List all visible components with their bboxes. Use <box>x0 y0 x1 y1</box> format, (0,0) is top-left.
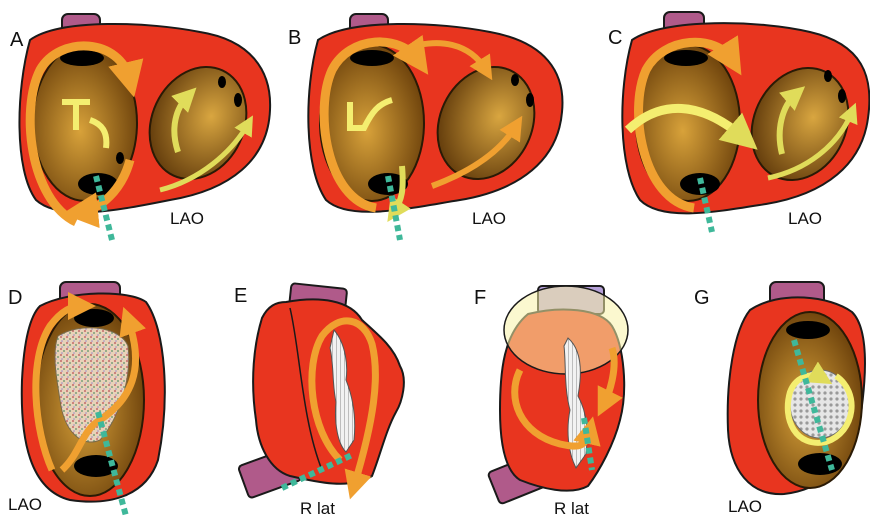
view-label: LAO <box>788 209 822 228</box>
panel-d: D LAO <box>8 282 165 516</box>
view-label: R lat <box>554 499 589 518</box>
panel-letter: C <box>608 27 622 49</box>
panel-b: B LAO <box>288 14 562 240</box>
panel-f: F R lat <box>474 286 628 518</box>
panel-letter: D <box>8 287 22 309</box>
panel-e: E R lat <box>234 283 404 518</box>
view-label: LAO <box>8 495 42 514</box>
svc-orifice <box>350 50 394 66</box>
svc-orifice <box>664 50 708 66</box>
pulmonary-vein <box>824 70 832 82</box>
view-label: LAO <box>170 209 204 228</box>
panel-c: C LAO <box>608 12 869 232</box>
panel-letter: A <box>10 29 24 51</box>
pulmonary-vein <box>234 93 242 107</box>
pulmonary-vein <box>218 76 226 88</box>
panel-letter: F <box>474 287 486 309</box>
svc-orifice <box>74 309 114 327</box>
svc-orifice <box>786 321 830 339</box>
view-label: R lat <box>300 499 335 518</box>
panel-letter: G <box>694 287 710 309</box>
pulmonary-vein <box>526 93 534 107</box>
panel-letter: E <box>234 285 247 307</box>
pulmonary-vein <box>116 152 124 164</box>
panel-letter: B <box>288 27 301 49</box>
pulmonary-vein <box>838 89 846 103</box>
pulmonary-vein <box>511 74 519 86</box>
view-label: LAO <box>728 497 762 516</box>
view-label: LAO <box>472 209 506 228</box>
ivc-orifice <box>798 453 842 475</box>
panel-g: G LAO <box>694 282 865 516</box>
panel-a: A LAO <box>10 14 270 240</box>
